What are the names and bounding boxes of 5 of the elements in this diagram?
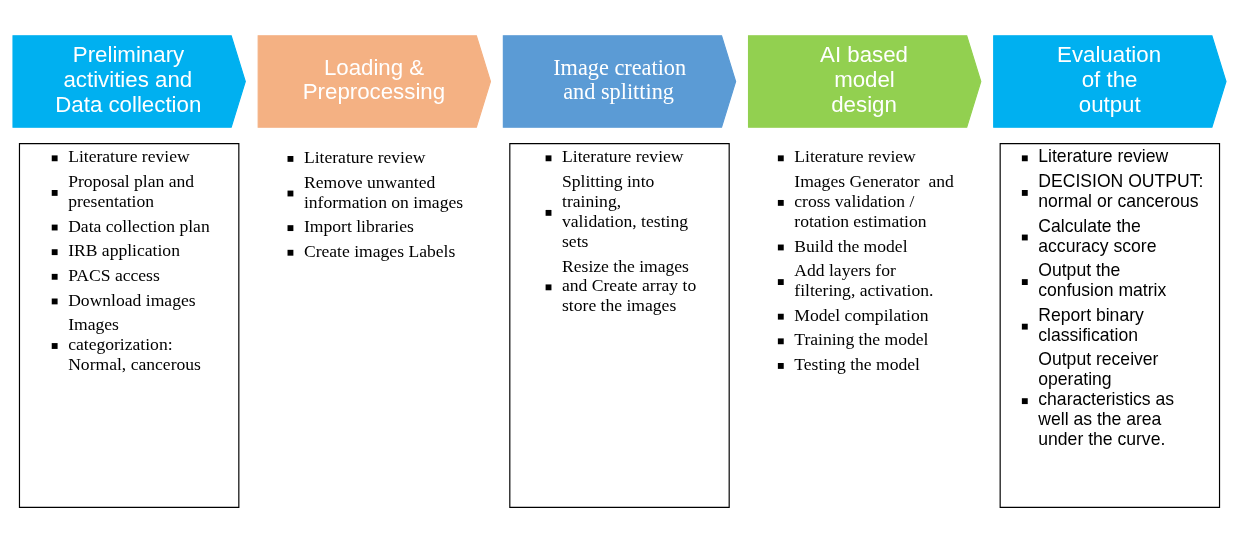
- node-box: Literature review Splitting into training, validation, testing sets Resize the images and Create array to store the images: [509, 143, 730, 508]
- node-box: Literature review Proposal plan and presentation Data collection plan IRB application PACS access Download images Images categorization: Normal, cancerous: [18, 143, 240, 508]
- node-box: Literature review DECISION OUTPUT: normal or cancerous Calculate the accuracy score Output the confusion matrix Report binary classification Output receiver operating characteristics as well as the area under the curve.: [999, 143, 1221, 508]
- node-text: Literature review Remove unwanted information on images Import libraries Create images Labels: [303, 147, 464, 261]
- node-text: Literature review Images Generator and cross validation / rotation estimation Build the model Add layers for filtering, activation. Model compilation Training the model Testing the model: [794, 146, 954, 375]
